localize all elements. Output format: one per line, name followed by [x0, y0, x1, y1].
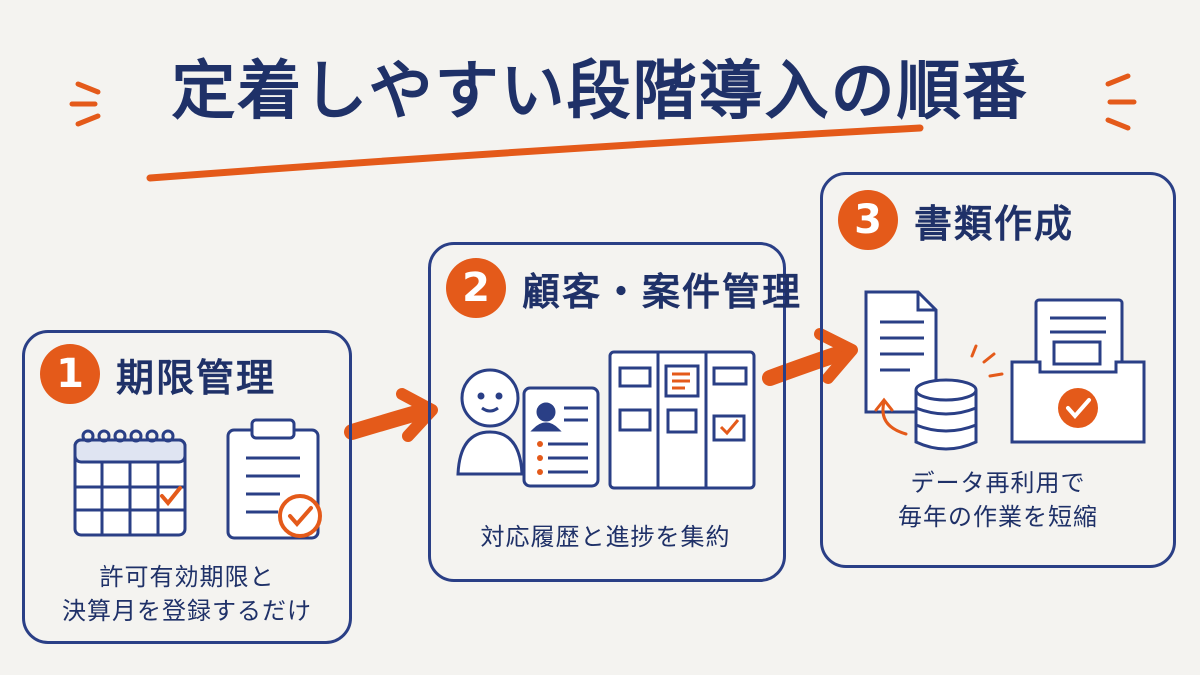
- step-number-badge: 1: [40, 344, 100, 404]
- refresh-arrow-icon: [874, 344, 1004, 436]
- step-header-1: 1 期限管理: [40, 344, 276, 404]
- contact-card-icon: [522, 386, 600, 488]
- step-title: 期限管理: [116, 355, 277, 400]
- page-title: 定着しやすい段階導入の順番: [171, 55, 1029, 129]
- step-title: 書類作成: [914, 201, 1075, 246]
- title-underline: [146, 124, 924, 182]
- step-description: 対応履歴と進捗を集約: [428, 520, 783, 554]
- description-line: 毎年の作業を短縮: [898, 503, 1098, 531]
- step-description: データ再利用で 毎年の作業を短縮: [820, 466, 1176, 534]
- step-header-3: 3 書類作成: [838, 190, 1074, 250]
- step-card-1: [22, 330, 352, 644]
- step-header-2: 2 顧客・案件管理: [446, 258, 802, 318]
- step-card-3: [820, 172, 1176, 568]
- sparkle-right-icon: [1105, 73, 1137, 131]
- description-line: 決算月を登録するだけ: [62, 597, 312, 625]
- clipboard-checklist-icon: [226, 418, 322, 540]
- step-title: 顧客・案件管理: [522, 269, 803, 314]
- inbox-tray-icon: [1010, 298, 1146, 444]
- step-number-badge: 2: [446, 258, 506, 318]
- calendar-icon: [73, 429, 187, 537]
- step-card-2: [428, 242, 786, 582]
- description-line: 許可有効期限と: [99, 563, 275, 591]
- description-line: データ再利用で: [910, 469, 1086, 497]
- step-description: 許可有効期限と 決算月を登録するだけ: [22, 560, 352, 628]
- arrow-right-icon: [762, 328, 858, 386]
- description-line: 対応履歴と進捗を集約: [480, 523, 731, 551]
- step-number-badge: 3: [838, 190, 898, 250]
- arrow-right-icon: [344, 388, 438, 442]
- kanban-board-icon: [608, 350, 756, 490]
- document-icon: [864, 290, 938, 414]
- database-icon: [914, 378, 978, 451]
- sparkle-left-icon: [69, 81, 101, 127]
- person-icon: [456, 368, 524, 476]
